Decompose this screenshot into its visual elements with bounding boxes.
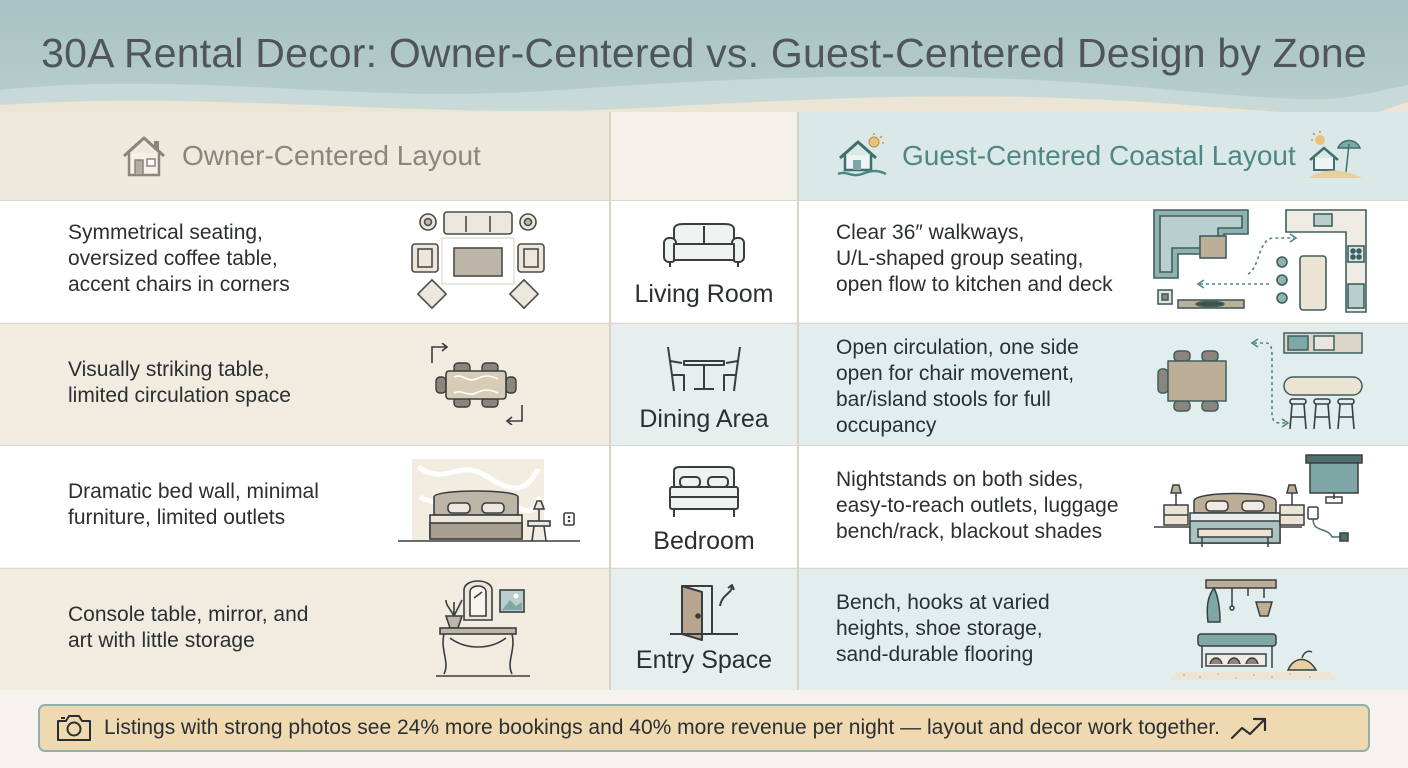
zone-cell: Living Room (610, 200, 798, 322)
zone-label: Bedroom (653, 527, 755, 555)
footer-message: Listings with strong photos see 24% more… (104, 716, 1220, 739)
page-title: 30A Rental Decor: Owner-Centered vs. Gue… (41, 30, 1367, 76)
zone-cell: Bedroom (610, 445, 798, 567)
zone-column-header (610, 112, 798, 200)
guest-description: Clear 36″ walkways, U/L-shaped group sea… (836, 221, 1113, 296)
header-banner: 30A Rental Decor: Owner-Centered vs. Gue… (0, 0, 1408, 130)
owner-column-title: Owner-Centered Layout (182, 140, 481, 171)
owner-cell: Visually striking table, limited circula… (0, 323, 610, 445)
zone-cell: Dining Area (610, 323, 798, 445)
owner-description: Dramatic bed wall, minimal furniture, li… (68, 480, 319, 529)
footer-callout: Listings with strong photos see 24% more… (38, 704, 1370, 752)
zone-row-bedroom: Dramatic bed wall, minimal furniture, li… (0, 445, 1408, 567)
camera-icon (57, 715, 91, 741)
owner-cell: Symmetrical seating, oversized coffee ta… (0, 200, 610, 322)
guest-column-header: Guest-Centered Coastal Layout (798, 112, 1408, 200)
guest-description: Bench, hooks at varied heights, shoe sto… (836, 591, 1050, 666)
owner-living-room-illustration (411, 211, 545, 310)
guest-cell: Bench, hooks at varied heights, shoe sto… (798, 568, 1408, 690)
guest-cell: Clear 36″ walkways, U/L-shaped group sea… (798, 200, 1408, 322)
divider (0, 568, 1408, 569)
zone-cell: Entry Space (610, 568, 798, 690)
divider (0, 200, 1408, 201)
guest-bedroom-illustration (1154, 454, 1363, 547)
guest-cell: Nightstands on both sides, easy-to-reach… (798, 445, 1408, 567)
guest-description: Nightstands on both sides, easy-to-reach… (836, 468, 1119, 543)
guest-column-title: Guest-Centered Coastal Layout (902, 140, 1296, 171)
owner-description: Symmetrical seating, oversized coffee ta… (68, 221, 290, 296)
zone-label: Entry Space (635, 646, 773, 674)
zone-row-dining-area: Visually striking table, limited circula… (0, 323, 1408, 445)
guest-cell: Open circulation, one side open for chai… (798, 323, 1408, 445)
beach-house-icon (837, 133, 887, 177)
divider (609, 112, 611, 690)
divider (0, 445, 1408, 446)
owner-cell: Dramatic bed wall, minimal furniture, li… (0, 445, 610, 567)
comparison-grid: Owner-Centered Layout Guest-Centered Coa… (0, 112, 1408, 690)
sofa-icon (663, 223, 745, 267)
divider (0, 323, 1408, 324)
zone-row-entry-space: Console table, mirror, and art with litt… (0, 568, 1408, 690)
guest-entry-illustration (1170, 579, 1336, 680)
zone-label: Living Room (634, 280, 774, 308)
owner-dining-illustration (431, 343, 523, 425)
house-icon (122, 136, 166, 177)
guest-living-room-illustration (1153, 209, 1367, 313)
zone-row-living-room: Symmetrical seating, oversized coffee ta… (0, 200, 1408, 322)
bed-icon (669, 466, 739, 517)
guest-description: Open circulation, one side open for chai… (836, 336, 1079, 437)
owner-bedroom-illustration (398, 459, 580, 542)
owner-description: Visually striking table, limited circula… (68, 358, 291, 407)
owner-description: Console table, mirror, and art with litt… (68, 603, 309, 652)
dining-table-icon (667, 346, 741, 392)
owner-column-header: Owner-Centered Layout (0, 112, 610, 200)
guest-dining-illustration (1157, 332, 1363, 430)
beach-umbrella-icon (1307, 131, 1362, 178)
zone-label: Dining Area (639, 405, 769, 433)
trend-up-icon (1230, 717, 1267, 740)
divider (797, 112, 799, 690)
owner-cell: Console table, mirror, and art with litt… (0, 568, 610, 690)
door-icon (670, 584, 738, 641)
owner-entry-illustration (436, 580, 530, 677)
